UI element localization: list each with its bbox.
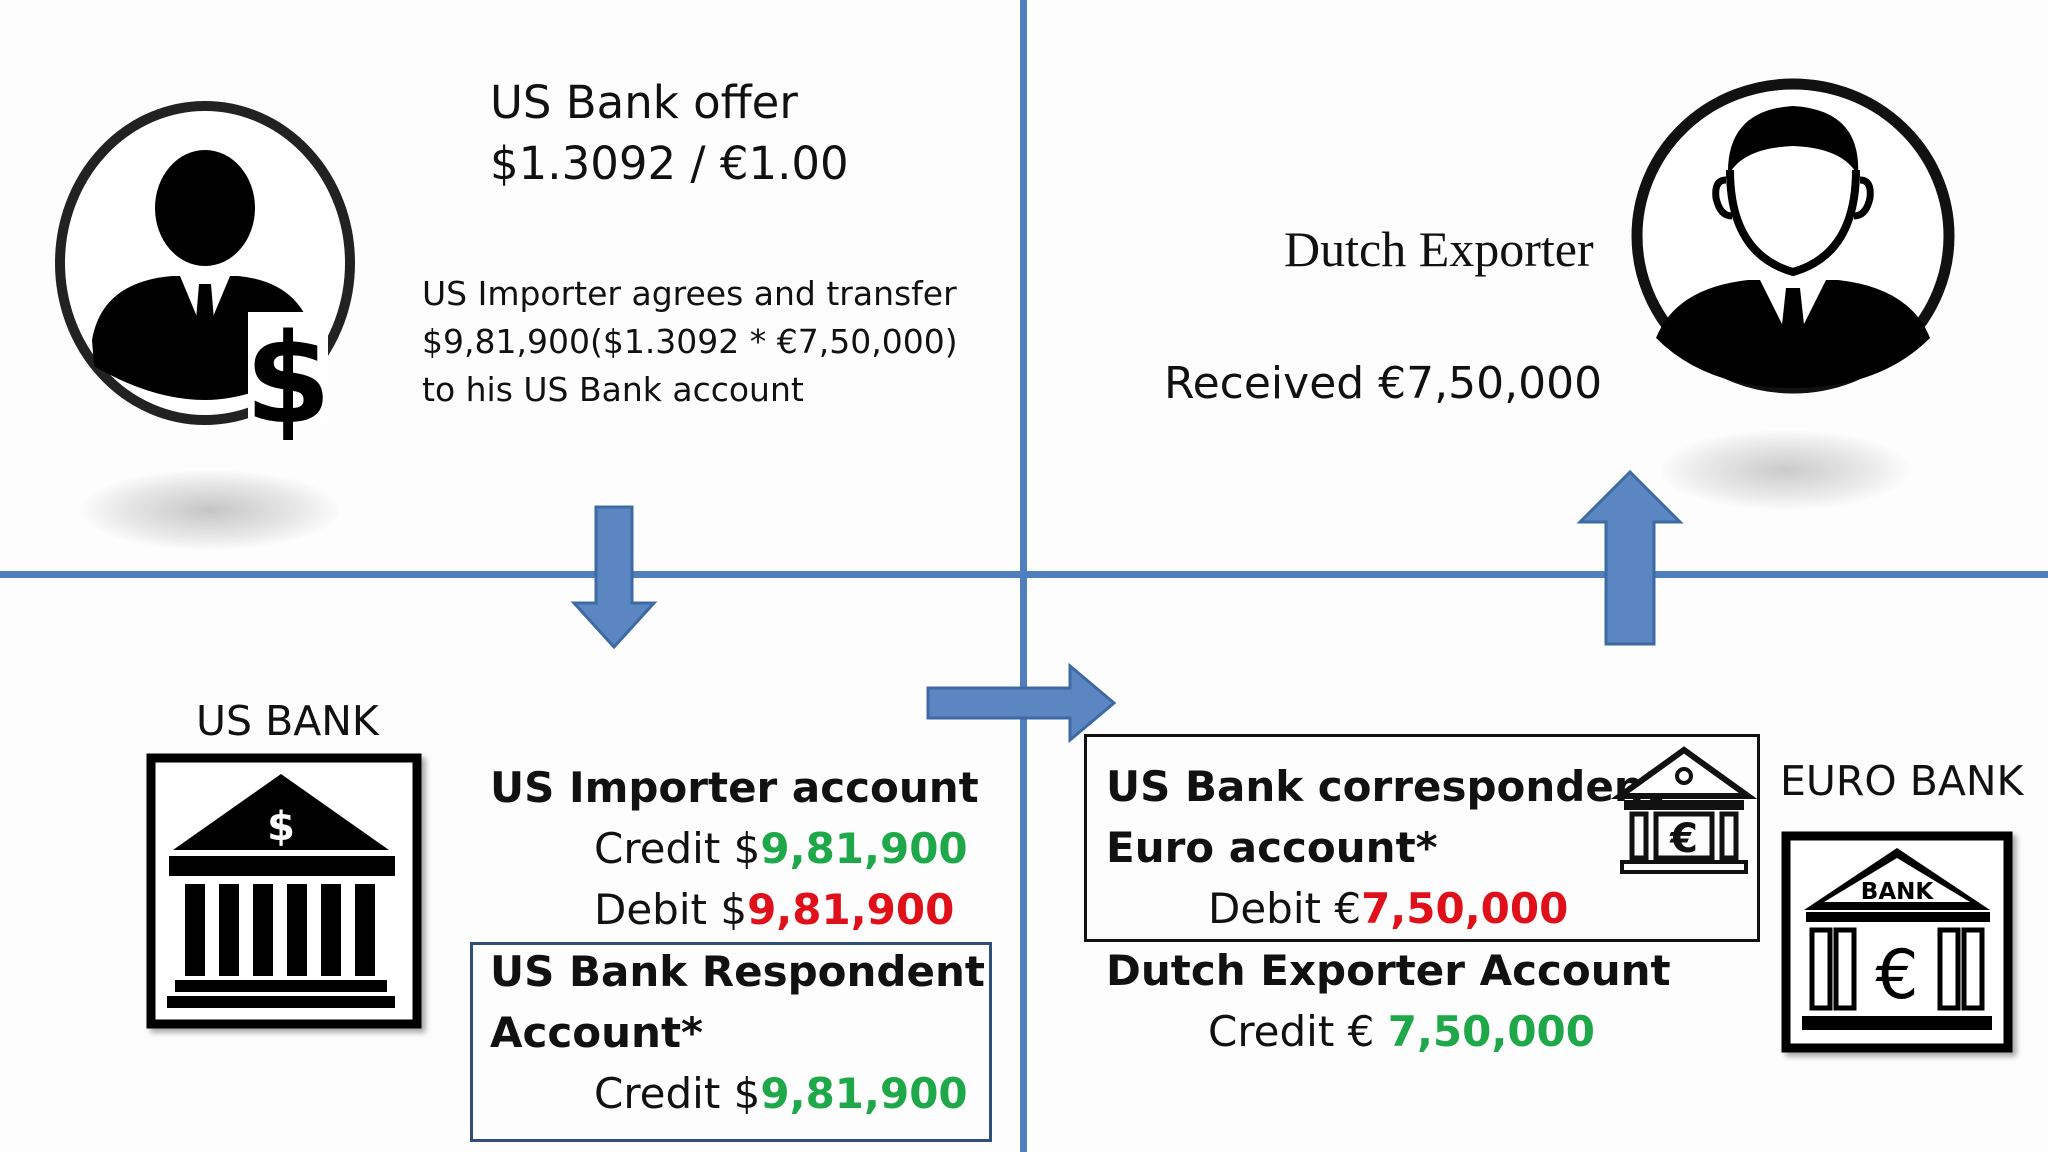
importer-account-debit: Debit $9,81,900 bbox=[594, 885, 954, 934]
euro-bank-icon: BANK € bbox=[1781, 831, 2013, 1053]
importer-note-line3: to his US Bank account bbox=[422, 370, 804, 409]
credit-label: Credit $ bbox=[594, 1069, 761, 1118]
us-bank-icon: $ bbox=[146, 753, 422, 1029]
exporter-account-credit: Credit € 7,50,000 bbox=[1208, 1007, 1595, 1056]
offer-line1: US Bank offer bbox=[490, 76, 798, 129]
importer-shadow bbox=[80, 470, 340, 550]
us-bank-label: US BANK bbox=[196, 697, 379, 745]
respondent-account-box bbox=[470, 942, 992, 1142]
importer-account-credit: Credit $9,81,900 bbox=[594, 824, 968, 873]
svg-text:€: € bbox=[1669, 816, 1698, 862]
horizontal-divider bbox=[0, 571, 2048, 578]
offer-line2: $1.3092 / €1.00 bbox=[490, 137, 849, 190]
exporter-account-title: Dutch Exporter Account bbox=[1106, 946, 1671, 995]
importer-note-line2: $9,81,900($1.3092 * €7,50,000) bbox=[422, 322, 958, 361]
credit-value: 9,81,900 bbox=[760, 824, 968, 873]
importer-person-icon: $ bbox=[55, 101, 355, 452]
credit-value: 7,50,000 bbox=[1387, 1007, 1595, 1056]
exporter-person-icon bbox=[1631, 78, 1955, 394]
respondent-account-credit: Credit $9,81,900 bbox=[594, 1069, 968, 1118]
svg-text:$: $ bbox=[267, 804, 295, 850]
exporter-received: Received €7,50,000 bbox=[1164, 358, 1603, 409]
debit-value: 9,81,900 bbox=[747, 885, 955, 934]
euro-bank-icon-text: BANK bbox=[1861, 879, 1935, 905]
correspondent-account-debit: Debit €7,50,000 bbox=[1208, 884, 1568, 933]
debit-label: Debit $ bbox=[594, 885, 748, 934]
svg-text:$: $ bbox=[245, 308, 331, 452]
exporter-shadow bbox=[1660, 430, 1910, 510]
credit-label: Credit $ bbox=[594, 824, 761, 873]
euro-bank-label: EURO BANK bbox=[1780, 757, 2024, 805]
respondent-account-title-line1: US Bank Respondent bbox=[490, 947, 985, 996]
credit-value: 9,81,900 bbox=[760, 1069, 968, 1118]
small-euro-bank-icon: € bbox=[1610, 746, 1758, 874]
svg-text:€: € bbox=[1875, 936, 1918, 1015]
up-arrow-icon bbox=[1576, 469, 1684, 646]
importer-note-line1: US Importer agrees and transfer bbox=[422, 274, 957, 313]
correspondent-account-title-line2: Euro account* bbox=[1106, 823, 1438, 872]
correspondent-account-title-line1: US Bank correspondent bbox=[1106, 762, 1664, 811]
right-arrow-icon bbox=[926, 662, 1117, 744]
down-arrow-icon bbox=[570, 505, 658, 650]
respondent-account-title-line2: Account* bbox=[490, 1008, 703, 1057]
correspondent-account-box bbox=[1084, 734, 1760, 942]
credit-label: Credit € bbox=[1208, 1007, 1388, 1056]
debit-value: 7,50,000 bbox=[1361, 884, 1569, 933]
importer-account-title: US Importer account bbox=[490, 763, 979, 812]
debit-label: Debit € bbox=[1208, 884, 1362, 933]
exporter-title: Dutch Exporter bbox=[1284, 221, 1594, 277]
